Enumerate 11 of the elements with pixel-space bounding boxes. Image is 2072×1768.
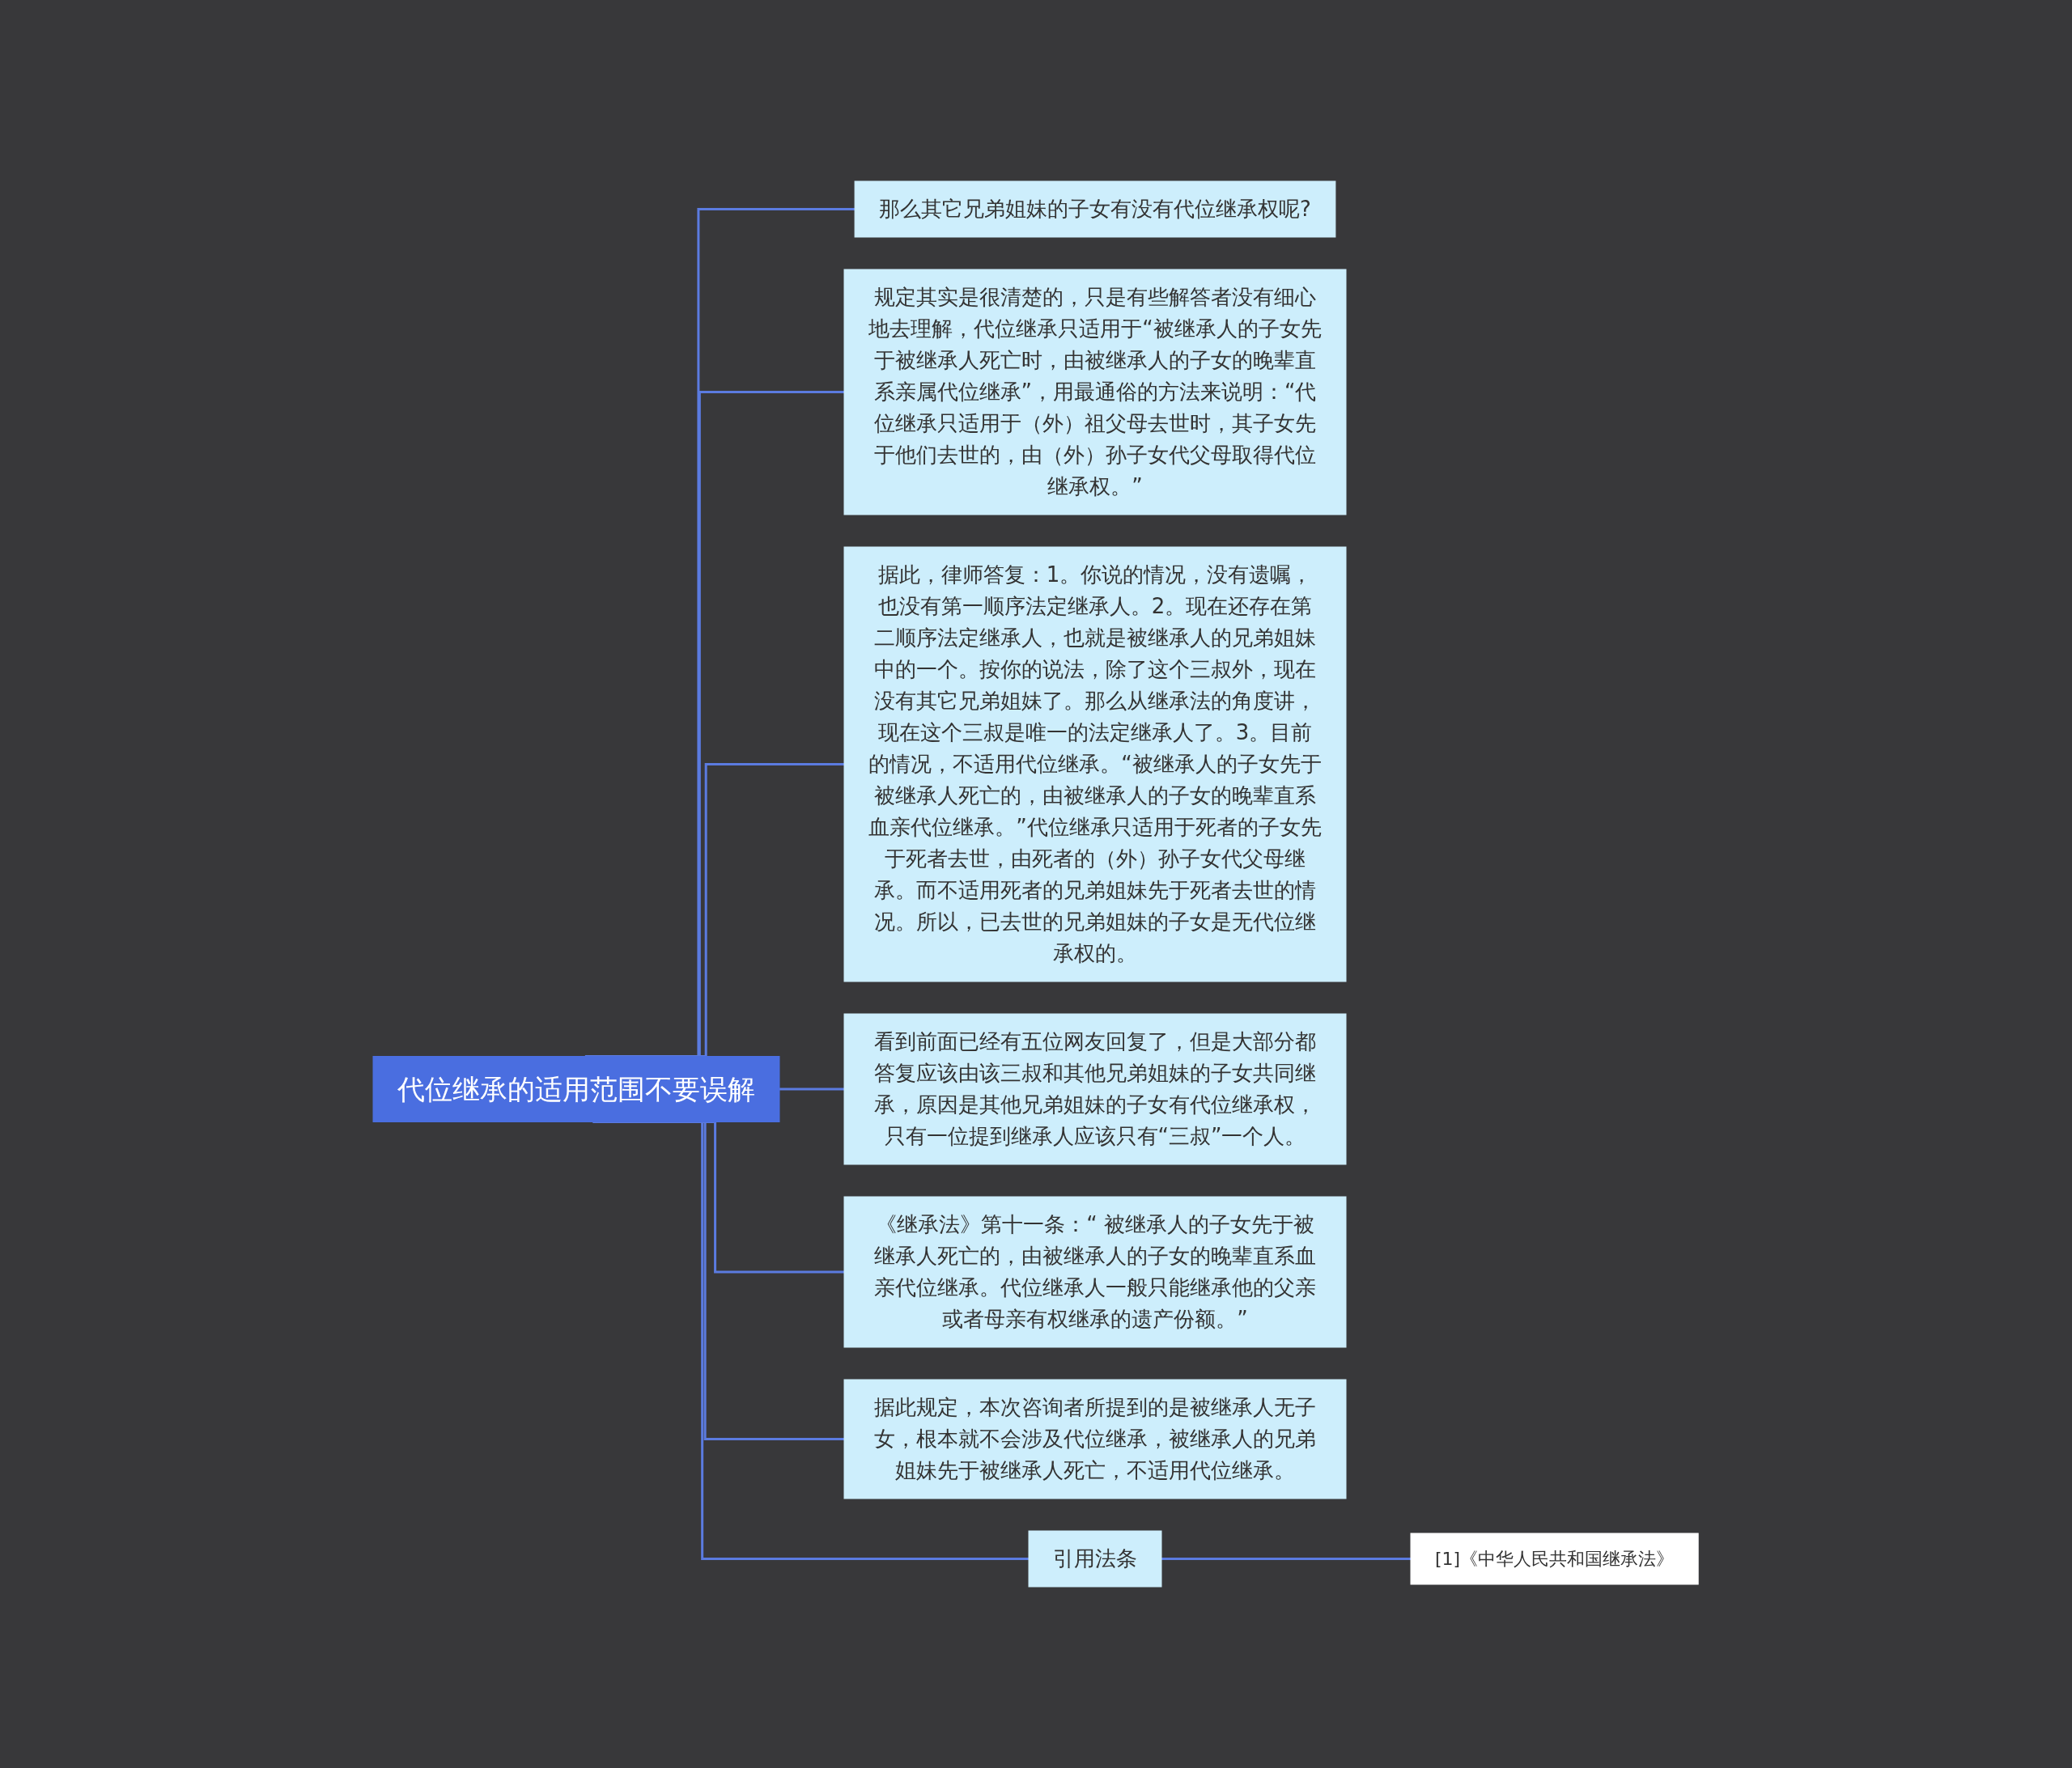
connector xyxy=(1161,1558,1412,1560)
node-box: 据此规定，本次咨询者所提到的是被继承人无子女，根本就不会涉及代位继承，被继承人的兄弟姐妹先于被继承人死亡，不适用代位继承。 xyxy=(843,1379,1347,1499)
node-box: 引用法条 xyxy=(1028,1530,1162,1588)
node-box: 那么其它兄弟姐妹的子女有没有代位继承权呢? xyxy=(855,180,1336,238)
node-box: [1]《中华人民共和国继承法》 xyxy=(1410,1533,1700,1585)
node-box: 《继承法》第十一条：“ 被继承人的子女先于被继承人死亡的，由被继承人的子女的晚辈直系血亲代位继承。代位继承人一般只能继承他的父亲或者母亲有权继承的遗产份额。” xyxy=(843,1196,1347,1348)
node-box: 规定其实是很清楚的，只是有些解答者没有细心地去理解，代位继承只适用于“被继承人的子女先于被继承人死亡时，由被继承人的子女的晚辈直系亲属代位继承”，用最通俗的方法来说明：“代位继承只适用于（外）祖父母去世时，其子女先于他们去世的，由（外）孙子女代父母取得代位继承权。” xyxy=(843,269,1347,515)
connector xyxy=(779,1088,845,1091)
node-box: 据此，律师答复：1。你说的情况，没有遗嘱，也没有第一顺序法定继承人。2。现在还存在第二顺序法定继承人，也就是被继承人的兄弟姐妹中的一个。按你的说法，除了这个三叔外，现在没有其它兄弟姐妹了。那么从继承法的角度讲，现在这个三叔是唯一的法定继承人了。3。目前的情况，不适用代位继承。“被继承人的子女先于被继承人死亡的，由被继承人的子女的晚辈直系血亲代位继承。”代位继承只适用于死者的子女先于死者去世，由死者的（外）孙子女代父母继承。而不适用死者的兄弟姐妹先于死者去世的情况。所以，已去世的兄弟姐妹的子女是无代位继承权的。 xyxy=(843,546,1347,982)
node-box: 代位继承的适用范围不要误解 xyxy=(372,1056,780,1122)
node-box: 看到前面已经有五位网友回复了，但是大部分都答复应该由该三叔和其他兄弟姐妹的子女共同继承，原因是其他兄弟姐妹的子女有代位继承权，只有一位提到继承人应该只有“三叔”一个人。 xyxy=(843,1013,1347,1165)
